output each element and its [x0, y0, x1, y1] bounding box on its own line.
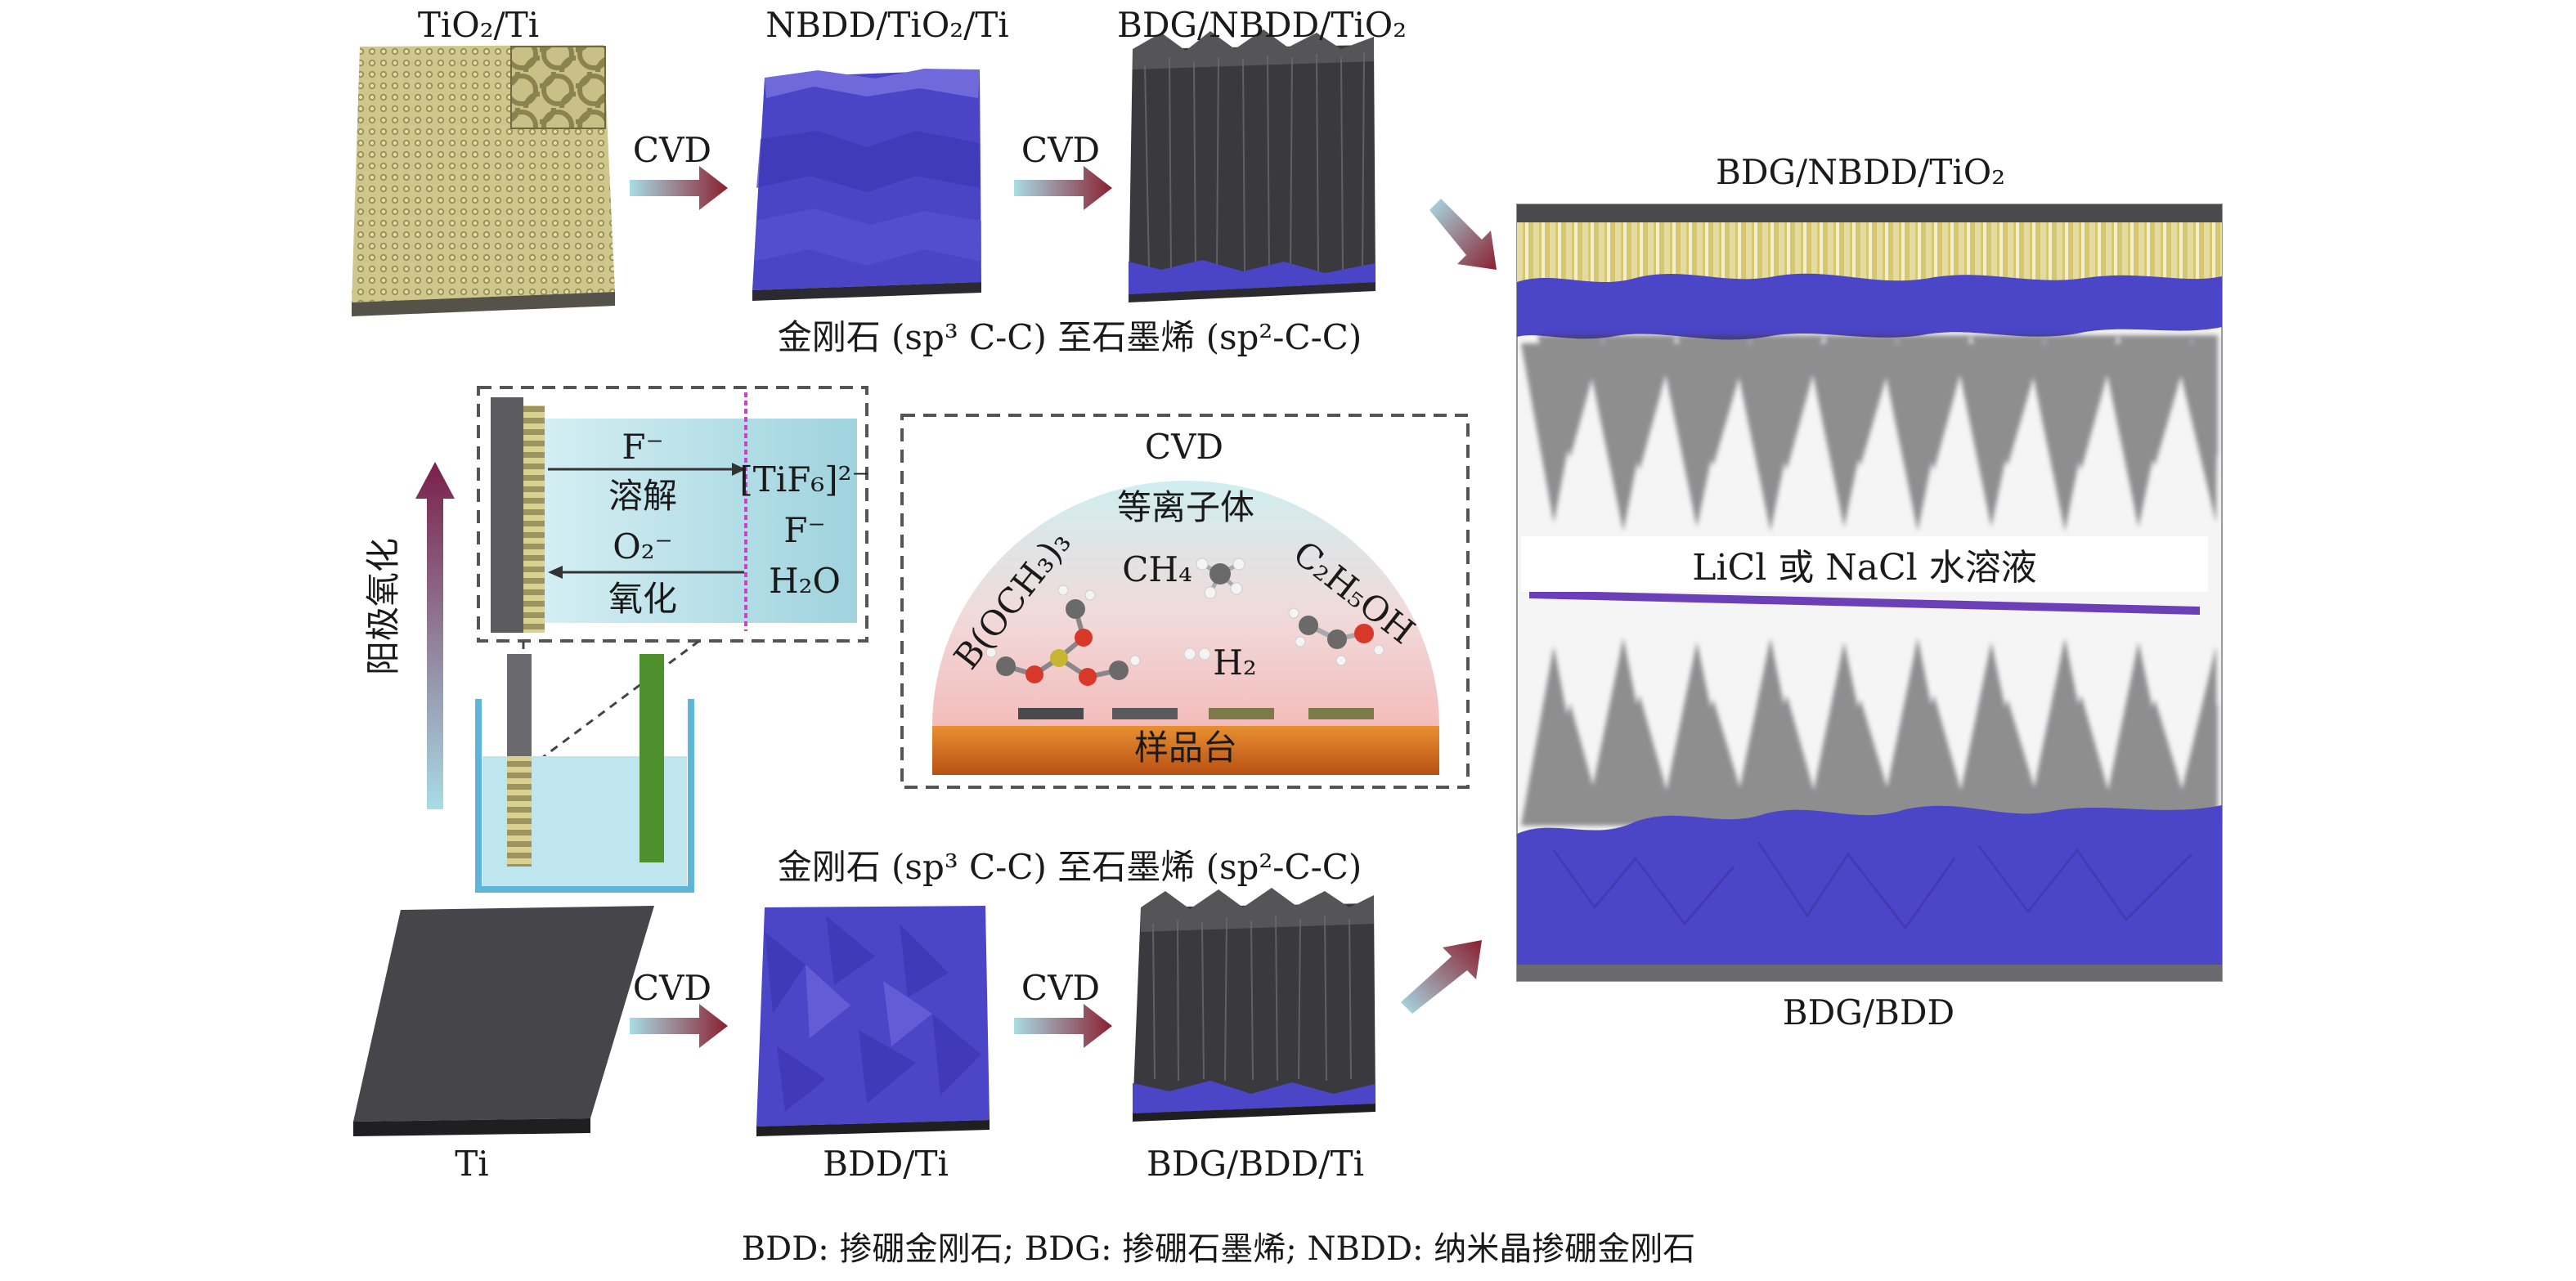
inset-label-oxidize: 氧化 — [608, 579, 678, 619]
inset-label-h2o: H₂O — [769, 561, 841, 601]
arrow-to-right-panel-bottom — [1401, 940, 1482, 1014]
h2-molecule-icon — [1183, 647, 1211, 661]
boc-molecule-icon — [985, 585, 1141, 686]
zoom-line-right — [532, 639, 700, 766]
label-bdg-nbdd-tio2-right: BDG/NBDD/TiO₂ — [1715, 152, 2006, 192]
arrow-cvd-bottom-2 — [1014, 1004, 1112, 1048]
anodic-oxidation-arrow — [415, 462, 455, 809]
inset-label-f-minus-2: F⁻ — [783, 510, 826, 550]
anodization-inset — [477, 386, 868, 643]
device-schematic — [1516, 204, 2223, 982]
label-h2: H₂ — [1213, 643, 1257, 683]
cvd-chamber — [900, 414, 1470, 789]
label-bdg-nbdd-tio2-top: BDG/NBDD/TiO₂ — [1116, 5, 1407, 45]
bdg-bdd-ti-block — [1133, 888, 1376, 1122]
ti-substrate — [353, 906, 654, 1136]
arrow-cvd-bottom-1 — [630, 1004, 728, 1048]
label-sample-stage: 样品台 — [1133, 728, 1238, 768]
inset-label-f-minus: F⁻ — [622, 427, 664, 467]
label-plasma: 等离子体 — [1116, 487, 1255, 527]
tio2-ti-substrate — [352, 45, 615, 316]
label-cvd-bottom-1: CVD — [632, 968, 712, 1008]
label-electrolyte: LiCl 或 NaCl 水溶液 — [1521, 536, 2208, 592]
label-cvd-bottom-2: CVD — [1021, 968, 1101, 1008]
label-nbdd-tio2-ti: NBDD/TiO₂/Ti — [765, 5, 1009, 45]
label-diamond-to-graphene-bottom: 金刚石 (sp³ C-C) 至石墨烯 (sp²-C-C) — [777, 847, 1362, 887]
bdg-nbdd-tio2-block — [1129, 29, 1376, 302]
label-bdd-ti: BDD/Ti — [823, 1144, 949, 1184]
label-cvd-top-2: CVD — [1021, 130, 1101, 170]
arrow-cvd-top-1 — [630, 166, 728, 210]
nbdd-tio2-ti-block — [752, 69, 981, 301]
label-cvd-chamber: CVD — [1144, 427, 1224, 467]
c2h5oh-molecule-icon — [1288, 607, 1384, 666]
label-ti: Ti — [455, 1144, 489, 1184]
figure-footnote: BDD: 掺硼金刚石; BDG: 掺硼石墨烯; NBDD: 纳米晶掺硼金刚石 — [741, 1230, 1696, 1268]
ch4-molecule-icon — [1196, 558, 1245, 599]
label-bdg-bdd-ti: BDG/BDD/Ti — [1146, 1144, 1365, 1184]
inset-label-o2-minus: O₂⁻ — [613, 526, 673, 567]
inset-label-tif6: [TiF₆]²⁻ — [739, 459, 870, 499]
label-diamond-to-graphene-top: 金刚石 (sp³ C-C) 至石墨烯 (sp²-C-C) — [777, 317, 1362, 357]
bdd-ti-block — [756, 906, 990, 1136]
label-anodic-oxidation: 阳极氧化 — [363, 537, 403, 675]
arrow-cvd-top-2 — [1014, 166, 1112, 210]
label-cvd-top-1: CVD — [632, 130, 712, 170]
label-bdg-bdd-right: BDG/BDD — [1782, 992, 1955, 1032]
electrolysis-beaker — [475, 654, 694, 893]
arrow-to-right-panel-top — [1429, 199, 1497, 270]
label-ch4: CH₄ — [1122, 549, 1192, 589]
label-tio2-ti: TiO₂/Ti — [417, 5, 540, 45]
inset-label-dissolve: 溶解 — [608, 476, 678, 516]
